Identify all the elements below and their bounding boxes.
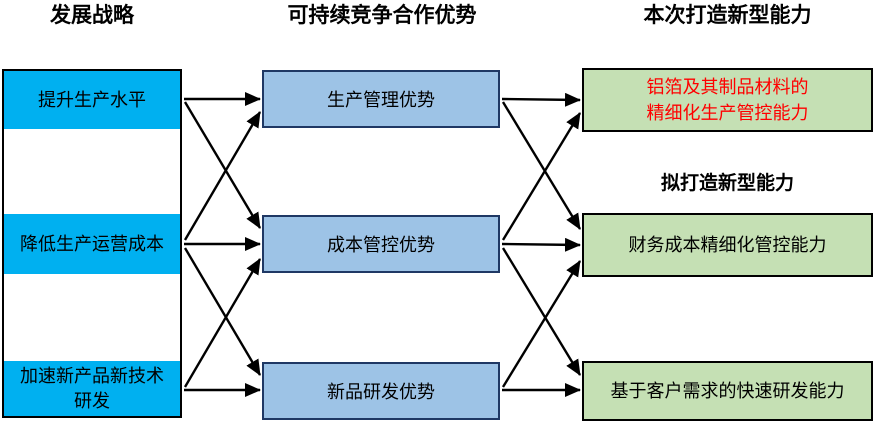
strategy-column-frame: 提升生产水平 降低生产运营成本 加速新产品新技术研发 [2,69,182,418]
advantage-box-new-product-rd: 新品研发优势 [262,362,500,420]
strategy-item-accelerate-rd: 加速新产品新技术研发 [4,361,180,416]
strategy-item-improve-production: 提升生产水平 [4,71,180,129]
arrow-strategy1-advantage2 [183,101,262,229]
capability-box-financial-cost-control: 财务成本精细化管控能力 [582,213,873,277]
arrow-advantage2-capability2 [501,237,581,252]
strategy-column-header: 发展战略 [50,4,134,27]
advantage-box-label: 新品研发优势 [327,382,435,402]
strategy-item-label: 降低生产运营成本 [20,233,164,254]
arrow-advantage2-capability3 [501,247,582,376]
arrow-advantage1-capability2 [501,101,582,230]
advantage-box-production-management: 生产管理优势 [262,70,500,128]
capability-box-label: 财务成本精细化管控能力 [628,235,827,255]
strategy-item-label: 加速新产品新技术研发 [20,365,164,411]
arrow-advantage3-capability2 [501,260,582,388]
capability-column-header: 本次打造新型能力 [643,4,812,27]
advantage-box-cost-control: 成本管控优势 [262,215,500,273]
capability-box-label: 铝箔及其制品材料的精细化生产管控能力 [646,77,809,123]
capability-box-rapid-rd: 基于客户需求的快速研发能力 [582,361,873,421]
strategy-item-label: 提升生产水平 [38,89,146,110]
capability-box-label: 基于客户需求的快速研发能力 [610,381,845,401]
planned-capability-subheader: 拟打造新型能力 [660,173,794,194]
advantage-box-label: 成本管控优势 [327,235,435,255]
arrow-strategy3-advantage2 [183,258,262,388]
arrow-strategy2-advantage1 [183,111,262,241]
arrow-advantage1-capability1 [501,92,581,107]
advantage-column-header: 可持续竞争合作优势 [287,4,477,27]
capability-box-foil-production-control: 铝箔及其制品材料的精细化生产管控能力 [582,68,873,132]
arrow-strategy2-advantage3 [183,247,262,376]
advantage-box-label: 生产管理优势 [327,90,435,110]
strategy-item-reduce-cost: 降低生产运营成本 [4,214,180,274]
arrow-advantage2-capability1 [501,112,582,241]
